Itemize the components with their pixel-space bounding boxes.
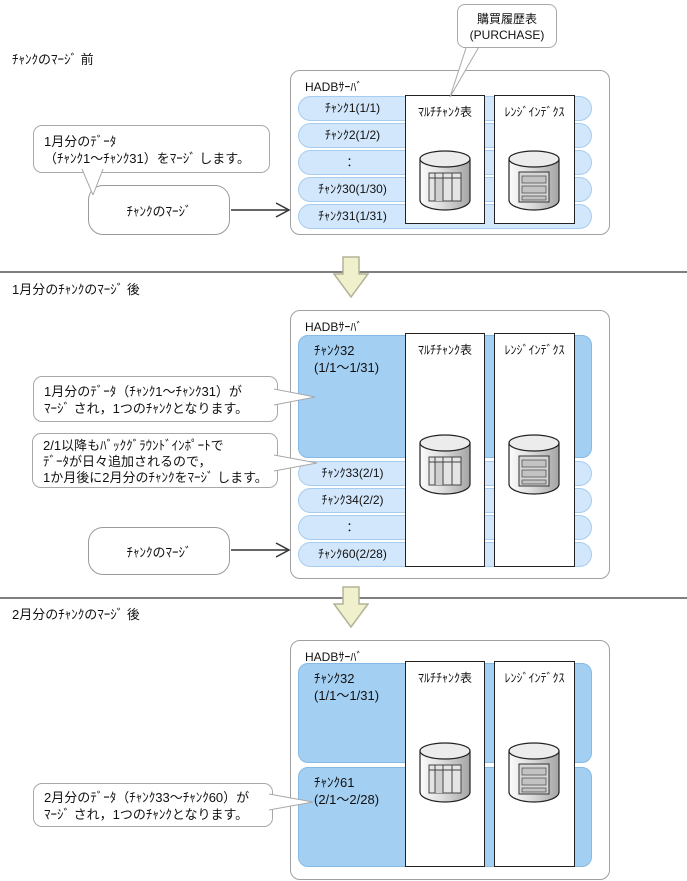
chunk-pill-label: ﾁｬﾝｸ33(2/1)	[321, 466, 384, 480]
database-index-cylinder-icon	[508, 150, 560, 211]
down-arrow-icon-1	[333, 256, 369, 298]
merged-chunk-61-range: (2/1～2/28)	[314, 792, 380, 807]
callout-tail-icon	[449, 44, 481, 98]
multichunk-table-box-2: ﾏﾙﾁﾁｬﾝｸ表	[405, 333, 485, 567]
multichunk-table-label-1: ﾏﾙﾁﾁｬﾝｸ表	[417, 105, 472, 119]
bubble-line: 2月分のﾃﾞｰﾀ（ﾁｬﾝｸ33～ﾁｬﾝｸ60）が	[44, 790, 250, 805]
merged-chunk-32-range: (1/1～1/31)	[314, 688, 380, 703]
range-index-box-2: ﾚﾝｼﾞｲﾝﾃﾞｸｽ	[494, 333, 575, 567]
action-box-chunk-merge-2: ﾁｬﾝｸのﾏｰｼﾞ	[88, 527, 230, 575]
action-box-chunk-merge-1: ﾁｬﾝｸのﾏｰｼﾞ	[88, 185, 230, 235]
speech-bubble-background-import: 2/1以降もﾊﾞｯｸｸﾞﾗｳﾝﾄﾞｲﾝﾎﾟｰﾄで ﾃﾞｰﾀが日々追加されるので，…	[32, 433, 278, 488]
section-title-after-february-merge: 2月分のﾁｬﾝｸのﾏｰｼﾞ 後	[12, 607, 140, 622]
range-index-label-1: ﾚﾝｼﾞｲﾝﾃﾞｸｽ	[504, 105, 565, 119]
range-index-box-1: ﾚﾝｼﾞｲﾝﾃﾞｸｽ	[494, 95, 575, 224]
hadb-server-label-2: HADBｻｰﾊﾞ	[305, 320, 363, 334]
multichunk-table-label-3: ﾏﾙﾁﾁｬﾝｸ表	[417, 671, 472, 685]
action-box-label-1: ﾁｬﾝｸのﾏｰｼﾞ	[126, 203, 192, 219]
hadb-server-label-3: HADBｻｰﾊﾞ	[305, 650, 363, 664]
section-title-after-january-merge: 1月分のﾁｬﾝｸのﾏｰｼﾞ 後	[12, 282, 140, 297]
bubble-line: 1月分のﾃﾞｰﾀ（ﾁｬﾝｸ1～ﾁｬﾝｸ31）が	[44, 384, 242, 399]
multichunk-table-label-2: ﾏﾙﾁﾁｬﾝｸ表	[417, 343, 472, 357]
chunk-pill-label: ：	[346, 520, 359, 534]
purchase-table-callout-line2: (PURCHASE)	[469, 28, 545, 42]
down-arrow-icon-2	[333, 586, 369, 628]
range-index-label-3: ﾚﾝｼﾞｲﾝﾃﾞｸｽ	[504, 671, 565, 685]
chunk-pill-label: ﾁｬﾝｸ34(2/2)	[321, 493, 384, 507]
bubble-line: ﾃﾞｰﾀが日々追加されるので，	[43, 454, 212, 469]
chunk-pill-label: ：	[346, 155, 359, 169]
bubble-line: 2/1以降もﾊﾞｯｸｸﾞﾗｳﾝﾄﾞｲﾝﾎﾟｰﾄで	[43, 438, 224, 453]
bubble-tail-icon	[81, 168, 104, 196]
chunk-pill-label: ﾁｬﾝｸ1(1/1)	[324, 101, 381, 115]
bubble-line: ﾏｰｼﾞ され，1つのﾁｬﾝｸとなります。	[44, 401, 249, 416]
chunk-pill-label: ﾁｬﾝｸ31(1/31)	[318, 209, 387, 223]
chunk-pill-label: ﾁｬﾝｸ2(1/2)	[324, 128, 381, 142]
multichunk-table-box-1: ﾏﾙﾁﾁｬﾝｸ表	[405, 95, 485, 224]
speech-bubble-january-merged: 1月分のﾃﾞｰﾀ（ﾁｬﾝｸ1～ﾁｬﾝｸ31）が ﾏｰｼﾞ され，1つのﾁｬﾝｸと…	[33, 376, 278, 422]
merged-chunk-32-range: (1/1～1/31)	[314, 360, 380, 375]
bubble-line: 1か月後に2月分のﾁｬﾝｸをﾏｰｼﾞ します。	[43, 470, 268, 485]
merged-chunk-32-label: ﾁｬﾝｸ32	[314, 343, 355, 358]
merged-chunk-61-label: ﾁｬﾝｸ61	[314, 775, 355, 790]
range-index-label-2: ﾚﾝｼﾞｲﾝﾃﾞｸｽ	[504, 343, 565, 357]
bubble-tail-icon	[274, 388, 316, 406]
bubble-line: ﾏｰｼﾞ され，1つのﾁｬﾝｸとなります。	[44, 807, 249, 822]
bubble-tail-icon	[269, 793, 314, 811]
multichunk-table-box-3: ﾏﾙﾁﾁｬﾝｸ表	[405, 661, 485, 867]
section-title-before-merge: ﾁｬﾝｸのﾏｰｼﾞ 前	[12, 52, 94, 67]
database-index-cylinder-icon	[508, 434, 560, 495]
database-table-cylinder-icon	[419, 742, 471, 803]
chunk-pill-label: ﾁｬﾝｸ30(1/30)	[318, 182, 387, 196]
database-table-cylinder-icon	[419, 434, 471, 495]
bubble-tail-icon	[274, 454, 318, 472]
hadb-server-label-1: HADBｻｰﾊﾞ	[305, 80, 363, 94]
speech-bubble-january-data: 1月分のﾃﾞｰﾀ （ﾁｬﾝｸ1～ﾁｬﾝｸ31）をﾏｰｼﾞ します。	[33, 125, 270, 173]
purchase-table-callout-line1: 購買履歴表	[476, 12, 537, 26]
bubble-line: （ﾁｬﾝｸ1～ﾁｬﾝｸ31）をﾏｰｼﾞ します。	[44, 151, 251, 166]
purchase-table-callout: 購買履歴表 (PURCHASE)	[457, 4, 557, 48]
range-index-box-3: ﾚﾝｼﾞｲﾝﾃﾞｸｽ	[494, 661, 575, 867]
chunk-pill-label: ﾁｬﾝｸ60(2/28)	[318, 547, 387, 561]
bubble-line: 1月分のﾃﾞｰﾀ	[44, 134, 117, 149]
database-table-cylinder-icon	[419, 150, 471, 211]
merge-arrow-icon-2	[231, 542, 291, 558]
database-index-cylinder-icon	[508, 742, 560, 803]
speech-bubble-february-merged: 2月分のﾃﾞｰﾀ（ﾁｬﾝｸ33～ﾁｬﾝｸ60）が ﾏｰｼﾞ され，1つのﾁｬﾝｸ…	[33, 783, 273, 827]
merge-arrow-icon-1	[231, 202, 291, 218]
action-box-label-2: ﾁｬﾝｸのﾏｰｼﾞ	[126, 544, 192, 560]
merged-chunk-32-label: ﾁｬﾝｸ32	[314, 671, 355, 686]
